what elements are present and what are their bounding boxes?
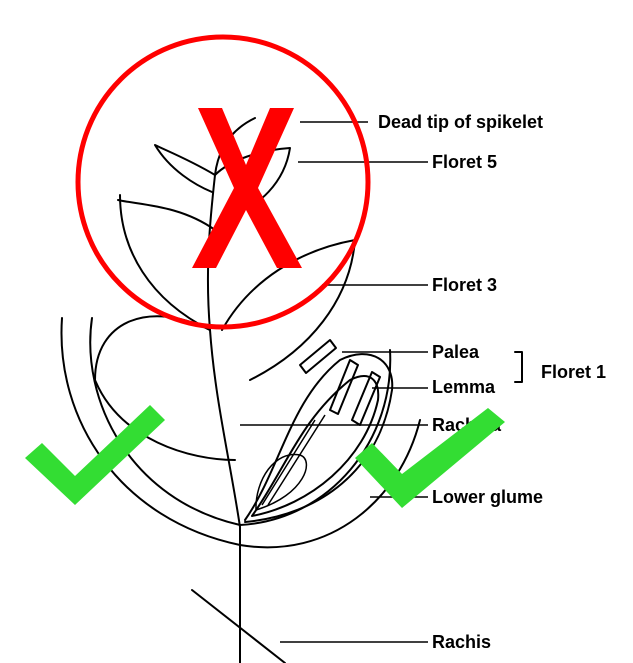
label-lemma: Lemma [432,377,496,397]
label-lower-glume: Lower glume [432,487,543,507]
cross-mark-icon [78,37,368,327]
upper-florets-shape [95,118,355,527]
label-rachis: Rachis [432,632,491,652]
check-mark-icon [25,405,165,505]
label-floret-1: Floret 1 [541,362,606,382]
label-floret-3: Floret 3 [432,275,497,295]
label-dead-tip: Dead tip of spikelet [378,112,543,132]
label-palea: Palea [432,342,480,362]
label-floret-5: Floret 5 [432,152,497,172]
